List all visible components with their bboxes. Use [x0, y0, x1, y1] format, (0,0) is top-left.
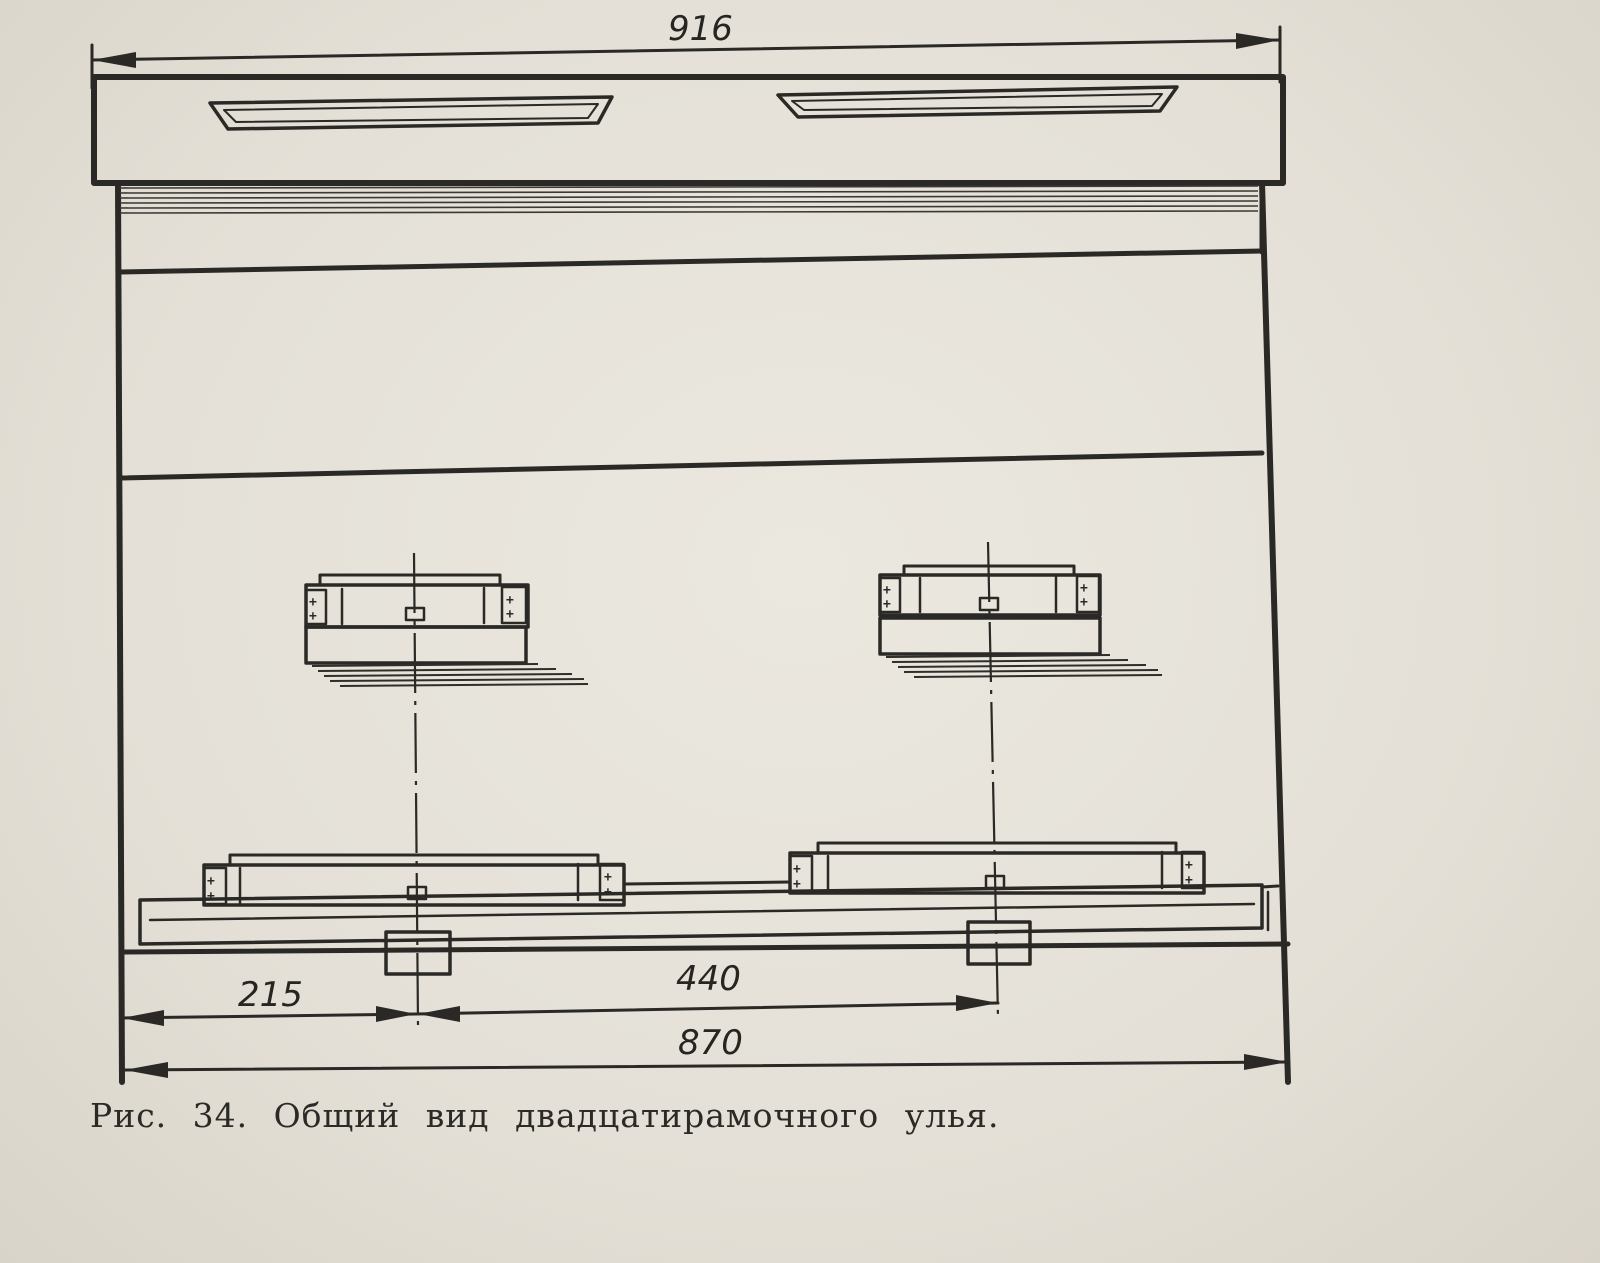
roof-vent-right-inner [791, 93, 1163, 111]
svg-text:+: + [309, 595, 317, 610]
svg-text:+: + [1080, 581, 1088, 596]
lower-entrance-left: ++ ++ [202, 853, 792, 907]
svg-text:+: + [604, 885, 612, 900]
upper-entrance-right: ++ ++ [878, 564, 1163, 678]
dimension-bottom-partial: 215 440 [120, 959, 1000, 1026]
svg-text:+: + [883, 597, 891, 612]
svg-text:+: + [793, 862, 801, 877]
svg-text:+: + [1185, 873, 1193, 888]
svg-text:+: + [883, 583, 891, 598]
dimension-top: 916 [90, 9, 1282, 90]
figure-caption: Рис. 34. Общий вид двадцатирамочного уль… [90, 1096, 1000, 1135]
svg-text:+: + [1080, 595, 1088, 610]
body-divider-2 [117, 450, 1265, 481]
hive-roof [91, 74, 1286, 186]
dimension-label-215: 215 [238, 975, 303, 1015]
hive-body [115, 180, 1291, 1085]
hive-bottom [119, 883, 1291, 976]
roof-panel [91, 74, 1286, 186]
upper-entrance-left: ++ ++ [304, 573, 589, 687]
svg-text:+: + [604, 870, 612, 885]
svg-text:+: + [506, 607, 514, 622]
roof-vent-left [208, 95, 614, 131]
svg-text:+: + [506, 593, 514, 608]
svg-text:+: + [309, 609, 317, 624]
svg-text:+: + [207, 889, 215, 904]
svg-text:+: + [207, 874, 215, 889]
lower-entrance-right: ++ ++ [788, 841, 1206, 895]
svg-text:+: + [1185, 858, 1193, 873]
body-divider-1 [117, 248, 1265, 275]
base-block-left [384, 930, 452, 976]
dimension-bottom-overall: 870 [122, 1023, 1290, 1078]
roof-vent-right [776, 85, 1179, 119]
roof-overhang-hatching [119, 185, 1259, 214]
svg-text:+: + [793, 877, 801, 892]
dimension-label-916: 916 [668, 9, 733, 49]
roof-vent-left-inner [223, 103, 599, 123]
base-block-right [966, 920, 1032, 966]
dimension-label-440: 440 [676, 959, 741, 999]
dimension-label-870: 870 [678, 1023, 743, 1063]
